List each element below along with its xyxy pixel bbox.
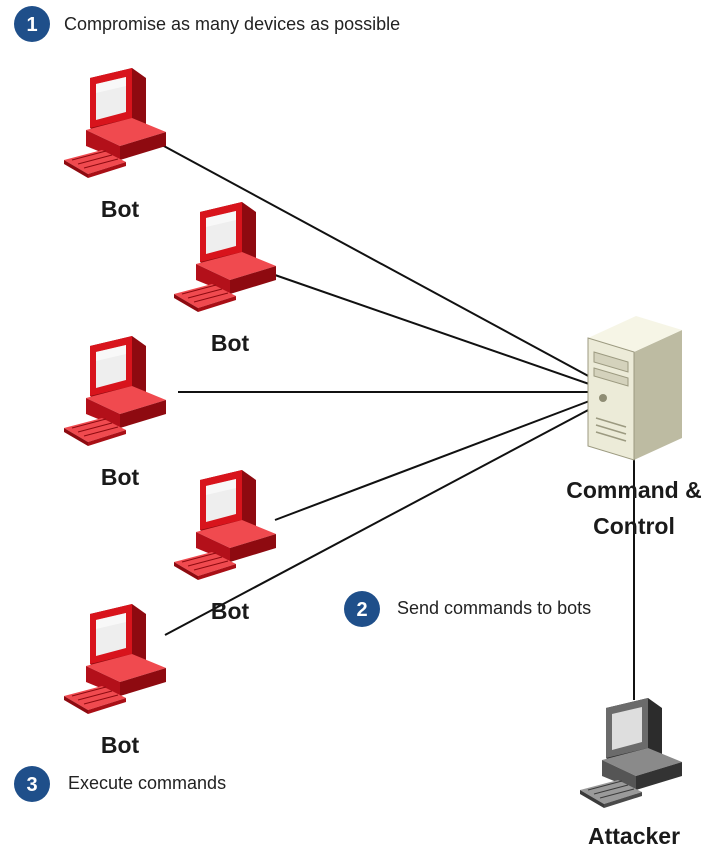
step-2-badge	[344, 591, 380, 627]
bot-3-computer-icon	[63, 335, 167, 447]
step-1: 1 Compromise as many devices as possible	[14, 6, 400, 42]
bot-1: Bot	[63, 67, 167, 222]
bot-4: Bot	[173, 469, 277, 624]
step-2-number: 2	[356, 599, 367, 621]
attacker-label: Attacker	[588, 823, 680, 849]
link-bot-5	[164, 407, 593, 636]
step-3-badge	[14, 766, 50, 802]
bot-3: Bot	[63, 335, 167, 490]
step-3-number: 3	[26, 774, 37, 796]
command-control-server: Command & Control	[566, 316, 702, 539]
step-1-text: Compromise as many devices as possible	[64, 14, 400, 34]
bot-2-label: Bot	[211, 330, 250, 356]
bot-2-computer-icon	[173, 201, 277, 313]
bot-3-label: Bot	[101, 464, 140, 490]
step-1-badge	[14, 6, 50, 42]
step-3: 3 Execute commands	[14, 766, 226, 802]
bot-4-computer-icon	[173, 469, 277, 581]
bot-5-label: Bot	[101, 732, 140, 758]
attacker: Attacker	[579, 697, 683, 849]
step-2: 2 Send commands to bots	[344, 591, 591, 627]
step-3-text: Execute commands	[68, 773, 226, 793]
bot-5: Bot	[63, 603, 167, 758]
bot-4-label: Bot	[211, 598, 250, 624]
step-1-number: 1	[26, 14, 37, 36]
attacker-computer-icon	[579, 697, 683, 809]
link-bot-2	[274, 274, 593, 386]
bot-5-computer-icon	[63, 603, 167, 715]
server-tower-icon	[587, 316, 682, 461]
server-label-line1: Command &	[566, 477, 701, 503]
bot-1-label: Bot	[101, 196, 140, 222]
bot-2: Bot	[173, 201, 277, 356]
server-label-line2: Control	[593, 513, 675, 539]
link-bot-4	[274, 399, 593, 521]
step-2-text: Send commands to bots	[397, 598, 591, 618]
bot-1-computer-icon	[63, 67, 167, 179]
link-bot-1	[161, 144, 593, 379]
connections	[161, 144, 635, 700]
